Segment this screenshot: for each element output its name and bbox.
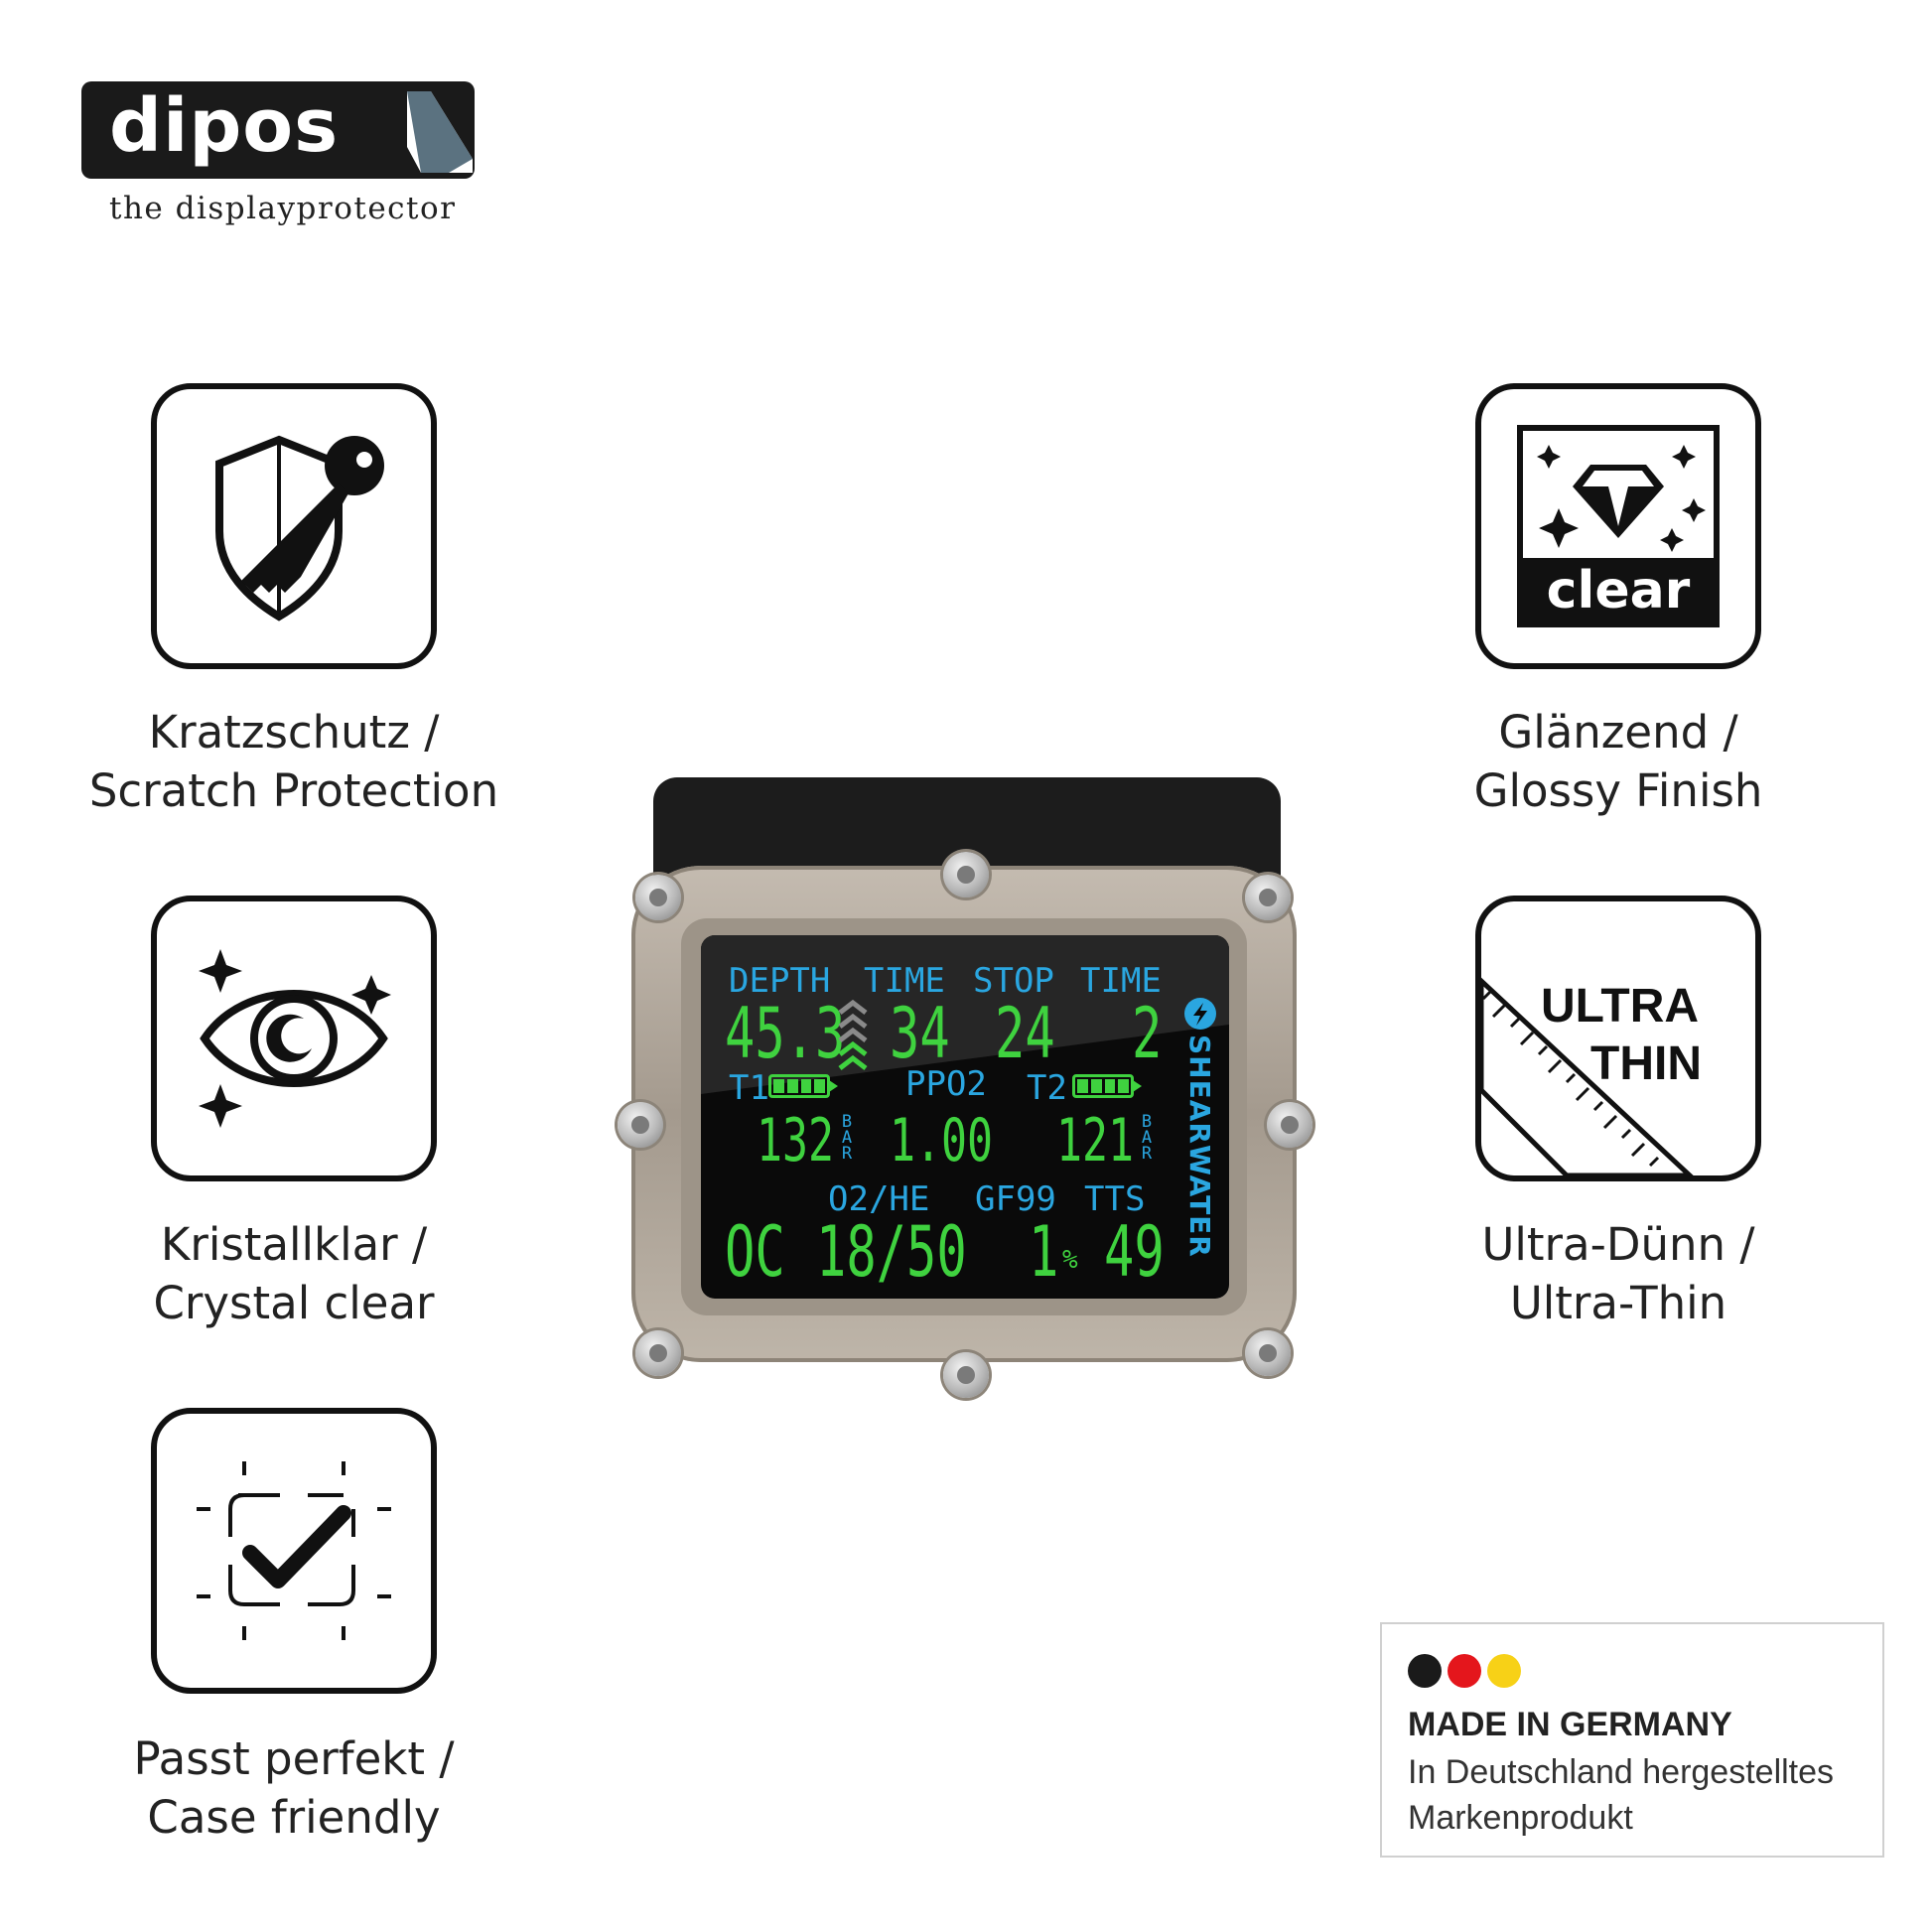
device-screen: DEPTH TIME STOP TIME 45.3 34 24 2 T1 PPO… <box>701 935 1229 1299</box>
screw-top-right <box>1245 875 1291 920</box>
flag-dot-black <box>1408 1654 1442 1688</box>
label-t2: T2 <box>1027 1068 1067 1108</box>
unit-letter: B <box>841 1112 853 1132</box>
made-in-germany-box: MADE IN GERMANY In Deutschland hergestel… <box>1380 1622 1884 1858</box>
gf-percent: % <box>1062 1245 1078 1275</box>
label-stop-time: TIME <box>1080 961 1162 1001</box>
unit-letter: A <box>841 1128 853 1148</box>
screw-top-left <box>635 875 681 920</box>
feature-caption-glossy: Glänzend / Glossy Finish <box>1380 703 1857 820</box>
screw-mid-left <box>618 1102 663 1148</box>
caption-line-en: Crystal clear <box>153 1277 435 1329</box>
label-time: TIME <box>864 961 945 1001</box>
value-depth: 45.3 <box>725 993 846 1074</box>
t2-unit: B A R <box>1140 1112 1154 1164</box>
caption-line-en: Scratch Protection <box>88 764 499 817</box>
label-ppo2: PPO2 <box>905 1064 987 1104</box>
clear-badge: clear <box>1523 558 1714 627</box>
t2-battery-icon <box>1072 1074 1142 1098</box>
feature-caption-case: Passt perfekt / Case friendly <box>56 1729 532 1847</box>
screw-bottom-left <box>635 1330 681 1376</box>
device-brand: SHEARWATER <box>1183 1035 1216 1258</box>
label-t1: T1 <box>729 1068 769 1108</box>
caption-line-en: Ultra-Thin <box>1509 1277 1727 1329</box>
unit-letter: B <box>1141 1112 1153 1132</box>
value-gf: 1 <box>1029 1211 1059 1293</box>
feature-caption-thin: Ultra-Dünn / Ultra-Thin <box>1380 1215 1857 1332</box>
shield-key-icon <box>215 435 384 621</box>
flag-dot-gold <box>1487 1654 1521 1688</box>
feature-tile-scratch <box>151 383 437 669</box>
screen-glare <box>701 935 1229 1094</box>
label-gf: GF99 <box>975 1179 1056 1219</box>
logo-peel-icon <box>407 91 473 173</box>
value-ppo2: 1.00 <box>890 1106 994 1175</box>
caption-line-de: Ultra-Dünn / <box>1481 1218 1755 1271</box>
t1-unit: B A R <box>840 1112 854 1164</box>
value-tts: 49 <box>1104 1211 1165 1293</box>
ascent-rate-icon <box>838 999 868 1070</box>
screw-top-center <box>943 852 989 897</box>
unit-letter: R <box>841 1144 853 1164</box>
value-stop: 24 <box>995 993 1055 1074</box>
unit-letter: A <box>1141 1128 1153 1148</box>
value-time: 34 <box>890 993 950 1074</box>
caption-line-de: Kratzschutz / <box>148 706 440 759</box>
caption-line-en: Glossy Finish <box>1473 764 1763 817</box>
screw-bottom-center <box>943 1352 989 1398</box>
value-mode: OC <box>725 1211 785 1293</box>
feature-tile-glossy: clear <box>1475 383 1761 669</box>
screw-bottom-right <box>1245 1330 1291 1376</box>
caption-line-de: Passt perfekt / <box>133 1732 455 1785</box>
label-tts: TTS <box>1084 1179 1146 1219</box>
feature-tile-case <box>151 1408 437 1694</box>
value-t2-pressure: 121 <box>1056 1106 1135 1175</box>
logo-wordmark: dipos <box>109 83 340 169</box>
feature-caption-scratch: Kratzschutz / Scratch Protection <box>56 703 532 820</box>
caption-line-de: Kristallklar / <box>160 1218 428 1271</box>
caption-line-en: Case friendly <box>147 1791 441 1844</box>
ultra-label: ULTRA <box>1541 980 1700 1033</box>
feature-caption-crystal: Kristallklar / Crystal clear <box>56 1215 532 1332</box>
feature-tile-crystal <box>151 896 437 1181</box>
made-in-title: MADE IN GERMANY <box>1408 1706 1732 1743</box>
t1-battery-icon <box>768 1074 838 1098</box>
shearwater-logo-icon <box>1184 998 1216 1030</box>
screw-mid-right <box>1267 1102 1312 1148</box>
thin-label: THIN <box>1590 1037 1702 1090</box>
label-depth: DEPTH <box>729 961 831 1001</box>
logo-tagline: the displayprotector <box>109 191 457 226</box>
ultra-thin-ruler-icon <box>1481 977 1694 1175</box>
value-t1-pressure: 132 <box>757 1106 835 1175</box>
value-mix: 18/50 <box>816 1211 967 1293</box>
eye-sparkle-icon <box>199 949 391 1128</box>
caption-line-de: Glänzend / <box>1498 706 1738 759</box>
made-in-subtitle: In Deutschland hergestelltes Markenprodu… <box>1408 1753 1835 1837</box>
checkmark-frame-icon <box>197 1461 391 1640</box>
value-stop-time: 2 <box>1132 993 1163 1074</box>
label-stop: STOP <box>973 961 1054 1001</box>
label-o2he: O2/HE <box>828 1179 930 1219</box>
diamond-clear-icon: clear <box>1517 425 1720 627</box>
flag-dot-red <box>1448 1654 1481 1688</box>
unit-letter: R <box>1141 1144 1153 1164</box>
feature-tile-thin: ULTRA THIN <box>1475 896 1761 1181</box>
